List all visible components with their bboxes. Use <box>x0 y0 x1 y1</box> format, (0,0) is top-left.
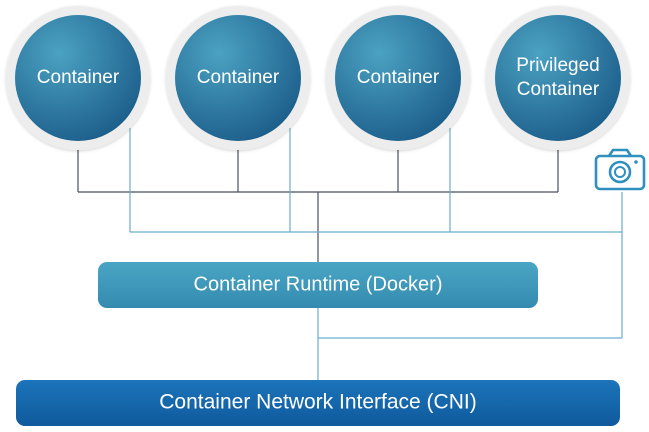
connector-lines <box>77 128 623 380</box>
privileged-label-line-1: Privileged <box>516 55 599 76</box>
runtime-label: Container Runtime (Docker) <box>194 273 443 295</box>
container-circle <box>495 15 621 141</box>
container-label: Container <box>37 67 120 88</box>
camera-icon <box>594 148 646 191</box>
cni-label: Container Network Interface (CNI) <box>159 391 476 414</box>
container-node-1: Container <box>6 6 150 150</box>
container-circle <box>15 15 141 141</box>
container-label: Container <box>357 67 440 88</box>
container-circle <box>175 15 301 141</box>
container-node-privileged: Privileged Container <box>486 6 630 150</box>
container-node-2: Container <box>166 6 310 150</box>
container-circle <box>335 15 461 141</box>
cni-bar: Container Network Interface (CNI) <box>16 380 620 426</box>
container-node-3: Container <box>326 6 470 150</box>
container-label: Container <box>197 67 280 88</box>
privileged-label-line-2: Container <box>517 79 600 100</box>
runtime-bar-background <box>98 262 538 308</box>
container-runtime-bar: Container Runtime (Docker) <box>98 262 538 308</box>
cni-bar-background <box>16 380 620 426</box>
